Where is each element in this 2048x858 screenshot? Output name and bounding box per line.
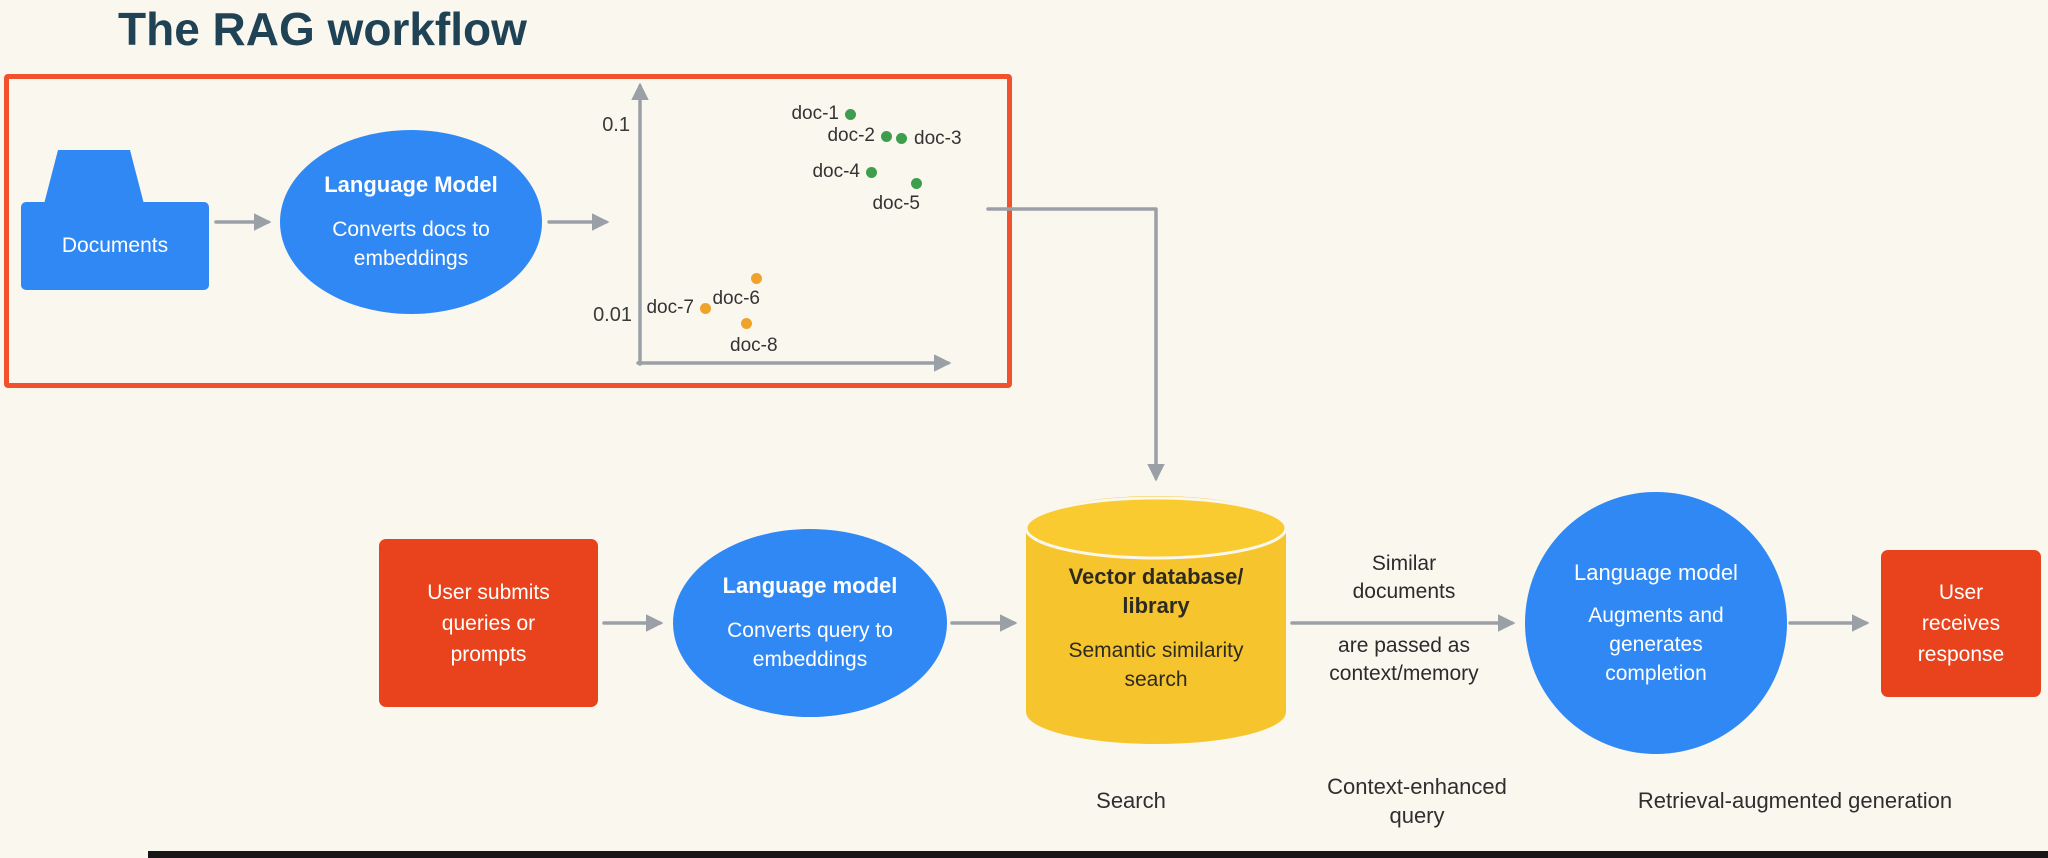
y-axis-tick-bottom: 0.01 bbox=[593, 304, 632, 326]
doc-8-label: doc-8 bbox=[730, 335, 778, 356]
doc-5-label: doc-5 bbox=[872, 193, 920, 214]
doc-embedding-model-subtitle: Converts docs to embeddings bbox=[332, 218, 490, 270]
query-embedding-model-node: Language model Converts query to embeddi… bbox=[673, 529, 947, 717]
vector-database-node: Vector database/ library Semantic simila… bbox=[1025, 562, 1287, 694]
generator-model-node: Language model Augments and generates co… bbox=[1525, 492, 1787, 754]
generator-model-subtitle: Augments and generates completion bbox=[1588, 603, 1724, 685]
doc-8-dot-icon bbox=[741, 318, 752, 329]
doc-6-label: doc-6 bbox=[712, 288, 760, 309]
doc-6-dot-icon bbox=[751, 273, 762, 284]
arrow-scatter-to-database bbox=[986, 207, 1165, 482]
similar-documents-note: Similar documents bbox=[1352, 552, 1456, 603]
cylinder-top bbox=[1025, 496, 1287, 560]
doc-3-label: doc-3 bbox=[914, 128, 962, 149]
doc-4-dot-icon bbox=[866, 167, 877, 178]
caption-retrieval-augmented-generation: Retrieval-augmented generation bbox=[1637, 788, 1953, 813]
doc-5-dot-icon bbox=[911, 178, 922, 189]
user-query-text: User submits queries or prompts bbox=[427, 580, 550, 666]
user-query-node: User submits queries or prompts bbox=[379, 539, 598, 707]
y-axis-tick-top: 0.1 bbox=[602, 114, 630, 136]
folder-tab-icon bbox=[44, 150, 144, 204]
doc-embedding-model-title: Language Model bbox=[324, 172, 498, 197]
documents-folder-label: Documents bbox=[61, 234, 169, 257]
page-title: The RAG workflow bbox=[118, 3, 527, 55]
cylinder-body bbox=[1026, 496, 1286, 744]
vector-database-subtitle: Semantic similarity search bbox=[1068, 639, 1244, 691]
doc-7-dot-icon bbox=[700, 303, 711, 314]
documents-folder-icon: Documents bbox=[21, 202, 209, 290]
query-embedding-model-subtitle: Converts query to embeddings bbox=[727, 619, 893, 671]
context-memory-note: are passed as context/memory bbox=[1329, 634, 1479, 685]
doc-embedding-model-node: Language Model Converts docs to embeddin… bbox=[280, 130, 542, 314]
generator-model-title: Language model bbox=[1574, 559, 1738, 585]
doc-1-label: doc-1 bbox=[791, 103, 839, 124]
doc-4-label: doc-4 bbox=[812, 161, 860, 182]
query-embedding-model-title: Language model bbox=[722, 573, 898, 598]
doc-3-dot-icon bbox=[896, 133, 907, 144]
vector-database-cylinder-icon bbox=[1025, 496, 1287, 744]
doc-1-dot-icon bbox=[845, 109, 856, 120]
caption-context-enhanced-query: Context-enhanced query bbox=[1327, 774, 1507, 828]
embedding-scatter-plot: 0.1 0.01 doc-1 doc-2 doc-3 doc-4 doc-5 d… bbox=[593, 78, 970, 378]
caption-search: Search bbox=[1096, 788, 1166, 813]
doc-2-dot-icon bbox=[881, 131, 892, 142]
doc-2-label: doc-2 bbox=[827, 125, 875, 146]
vector-database-title: Vector database/ library bbox=[1068, 564, 1244, 618]
user-response-node: User receives response bbox=[1881, 550, 2041, 697]
doc-7-label: doc-7 bbox=[646, 297, 694, 318]
user-response-text: User receives response bbox=[1917, 581, 2005, 666]
bottom-edge-strip bbox=[148, 851, 2048, 858]
